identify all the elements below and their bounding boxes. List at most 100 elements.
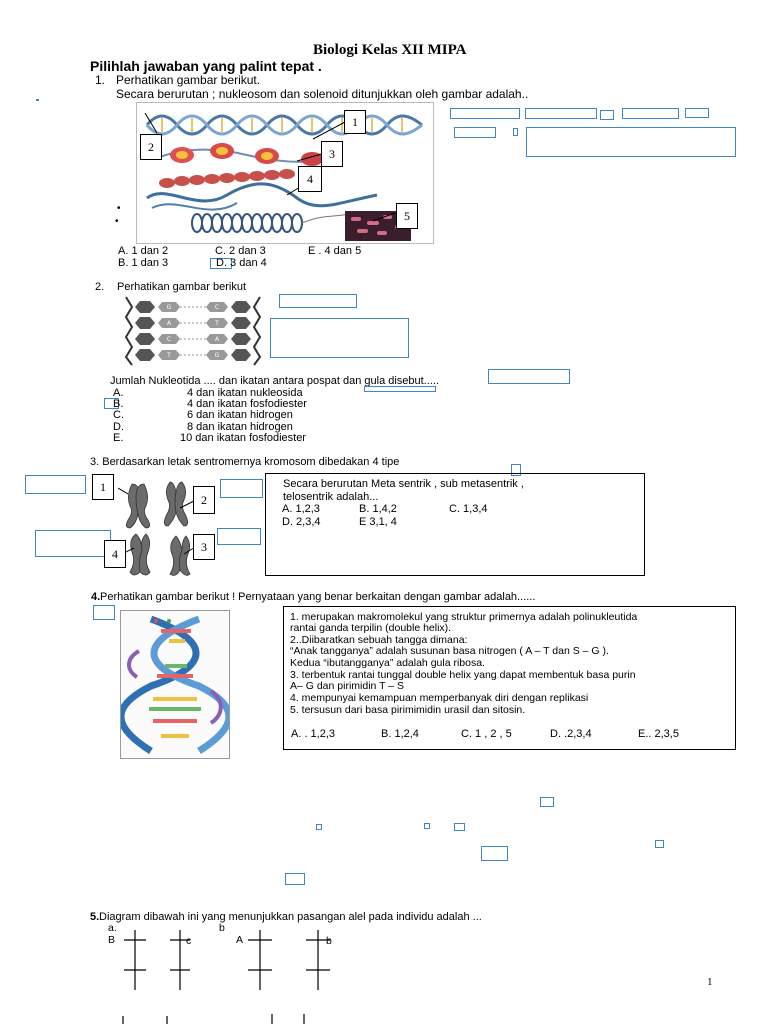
q5-text: Diagram dibawah ini yang menunjukkan pas… xyxy=(99,911,482,923)
q1-option-c: C. 2 dan 3 xyxy=(215,245,266,257)
base-g: G xyxy=(215,352,220,359)
q2-question: Jumlah Nukleotida .... dan ikatan antara… xyxy=(110,375,439,387)
q1-line1: Perhatikan gambar berikut. xyxy=(116,73,261,87)
q4-statement: Kedua “ibutangganya” adalah gula ribosa. xyxy=(290,657,485,669)
q4-option-b: B. 1,2,4 xyxy=(381,728,419,740)
dna-helix-figure xyxy=(117,610,233,759)
empty-box xyxy=(513,128,518,136)
q3-box-line1: Secara berurutan Meta sentrik , sub meta… xyxy=(283,478,524,490)
q4-number: 4. xyxy=(91,591,101,603)
q4-statement: 4. mempunyai kemampuan memperbanyak diri… xyxy=(290,692,589,704)
q4-statement: A– G dan pirimidin T – S xyxy=(290,680,405,692)
q2-option-d-text: 8 dan ikatan hidrogen xyxy=(187,421,293,433)
empty-box xyxy=(285,873,305,885)
q2-option-e-text: 10 dan ikatan fosfodiester xyxy=(180,432,306,444)
q2-option-c-letter: C. xyxy=(113,409,124,421)
empty-box xyxy=(424,823,430,829)
chromosome-figure xyxy=(117,478,213,580)
empty-box xyxy=(481,846,508,861)
empty-box xyxy=(488,369,570,384)
page-number: 1 xyxy=(707,976,713,988)
q4-statement: 1. merupakan makromolekul yang struktur … xyxy=(290,611,638,623)
q3-box-line2: telosentrik adalah... xyxy=(283,491,379,503)
answer-highlight xyxy=(210,258,232,269)
q2-option-b-letter: B. xyxy=(113,398,124,410)
answer-highlight xyxy=(104,398,119,409)
q4-statement: “Anak tangganya” adalah susunan basa nit… xyxy=(290,645,609,657)
base-t: T xyxy=(166,352,171,359)
chromosome-label-1: 1 xyxy=(92,474,114,500)
chromatin-figure xyxy=(136,102,434,244)
q3-option-b: B. 1,4,2 xyxy=(359,503,397,515)
q2-option-b-text: 4 dan ikatan fosfodiester xyxy=(187,398,307,410)
empty-box xyxy=(316,824,322,830)
empty-box xyxy=(35,530,111,557)
q1-line2: Secara berurutan ; nukleosom dan solenoi… xyxy=(116,87,529,101)
q4-statement: 3. terbentuk rantai tunggal double helix… xyxy=(290,669,636,681)
empty-box xyxy=(93,605,115,620)
q3-option-a: A. 1,2,3 xyxy=(282,503,320,515)
q1-number: 1. xyxy=(95,73,106,87)
allele-label: B xyxy=(108,934,116,946)
page-title: Biologi Kelas XII MIPA xyxy=(313,42,467,58)
empty-box xyxy=(511,464,521,476)
q3-option-c: C. 1,3,4 xyxy=(449,503,488,515)
q2-option-a-text: 4 dan ikatan nukleosida xyxy=(187,387,303,399)
base-c: C xyxy=(167,336,171,343)
q4-statement: 5. tersusun dari basa pirimimidin urasil… xyxy=(290,704,526,716)
empty-box xyxy=(685,108,709,118)
q2-option-e-letter: E. xyxy=(113,432,124,444)
bullet: • xyxy=(117,203,121,214)
q5-number: 5. xyxy=(90,911,100,923)
allele-label: c xyxy=(186,935,192,947)
q4-option-d: D. .2,3,4 xyxy=(550,728,592,740)
q4-text: Perhatikan gambar berikut ! Pernyataan y… xyxy=(100,591,536,603)
q5-label-b: b xyxy=(219,922,225,934)
empty-box xyxy=(279,294,357,308)
q3-text: 3. Berdasarkan letak sentromernya kromos… xyxy=(90,456,400,468)
empty-box xyxy=(454,127,496,138)
q2-text: Perhatikan gambar berikut xyxy=(117,281,247,293)
empty-box xyxy=(217,528,261,545)
instruction: Pilihlah jawaban yang palint tepat . xyxy=(90,58,322,74)
q3-option-d: D. 2,3,4 xyxy=(282,516,321,528)
q4-statement: 2..Diibaratkan sebuah tangga dimana: xyxy=(290,634,468,646)
q1-option-a: A. 1 dan 2 xyxy=(118,245,169,257)
q2-option-d-letter: D. xyxy=(113,421,124,433)
q4-option-c: C. 1 , 2 , 5 xyxy=(461,728,512,740)
empty-box xyxy=(450,108,520,119)
figure-label-5: 5 xyxy=(396,203,418,229)
q2-option-c-text: 6 dan ikatan hidrogen xyxy=(187,409,293,421)
empty-box xyxy=(540,797,554,807)
bullet: • xyxy=(115,216,119,227)
q1-option-d: D. 3 dan 4 xyxy=(216,257,267,269)
empty-box xyxy=(25,475,86,494)
blue-mark xyxy=(36,99,39,101)
allele-label: A xyxy=(236,934,244,946)
empty-box xyxy=(454,823,465,831)
chromosome-label-3: 3 xyxy=(193,534,215,560)
q4-statement: rantai ganda terpilin (double helix). xyxy=(290,622,452,634)
figure-label-3: 3 xyxy=(321,141,343,167)
q4-option-e: E.. 2,3,5 xyxy=(638,728,679,740)
q4-option-a: A. . 1,2,3 xyxy=(291,728,336,740)
figure-label-4: 4 xyxy=(298,166,322,192)
base-a: A xyxy=(167,320,172,327)
q3-option-e: E 3,1, 4 xyxy=(359,516,397,528)
chromosome-label-4: 4 xyxy=(104,540,126,568)
q1-option-e: E . 4 dan 5 xyxy=(308,245,362,257)
dna-ladder-figure: G A C T C T A G xyxy=(118,295,268,367)
q3-question-box xyxy=(265,473,645,576)
empty-box xyxy=(525,108,597,119)
empty-box xyxy=(622,108,679,119)
q5-label-a: a. xyxy=(108,922,117,934)
q1-option-b: B. 1 dan 3 xyxy=(118,257,169,269)
empty-box xyxy=(364,386,436,392)
empty-box xyxy=(526,127,736,157)
q2-number: 2. xyxy=(95,281,105,293)
empty-box xyxy=(655,840,664,848)
allele-diagram xyxy=(110,928,350,1024)
figure-label-2: 2 xyxy=(140,134,162,160)
figure-label-1: 1 xyxy=(344,110,366,134)
base-c: C xyxy=(215,304,219,311)
